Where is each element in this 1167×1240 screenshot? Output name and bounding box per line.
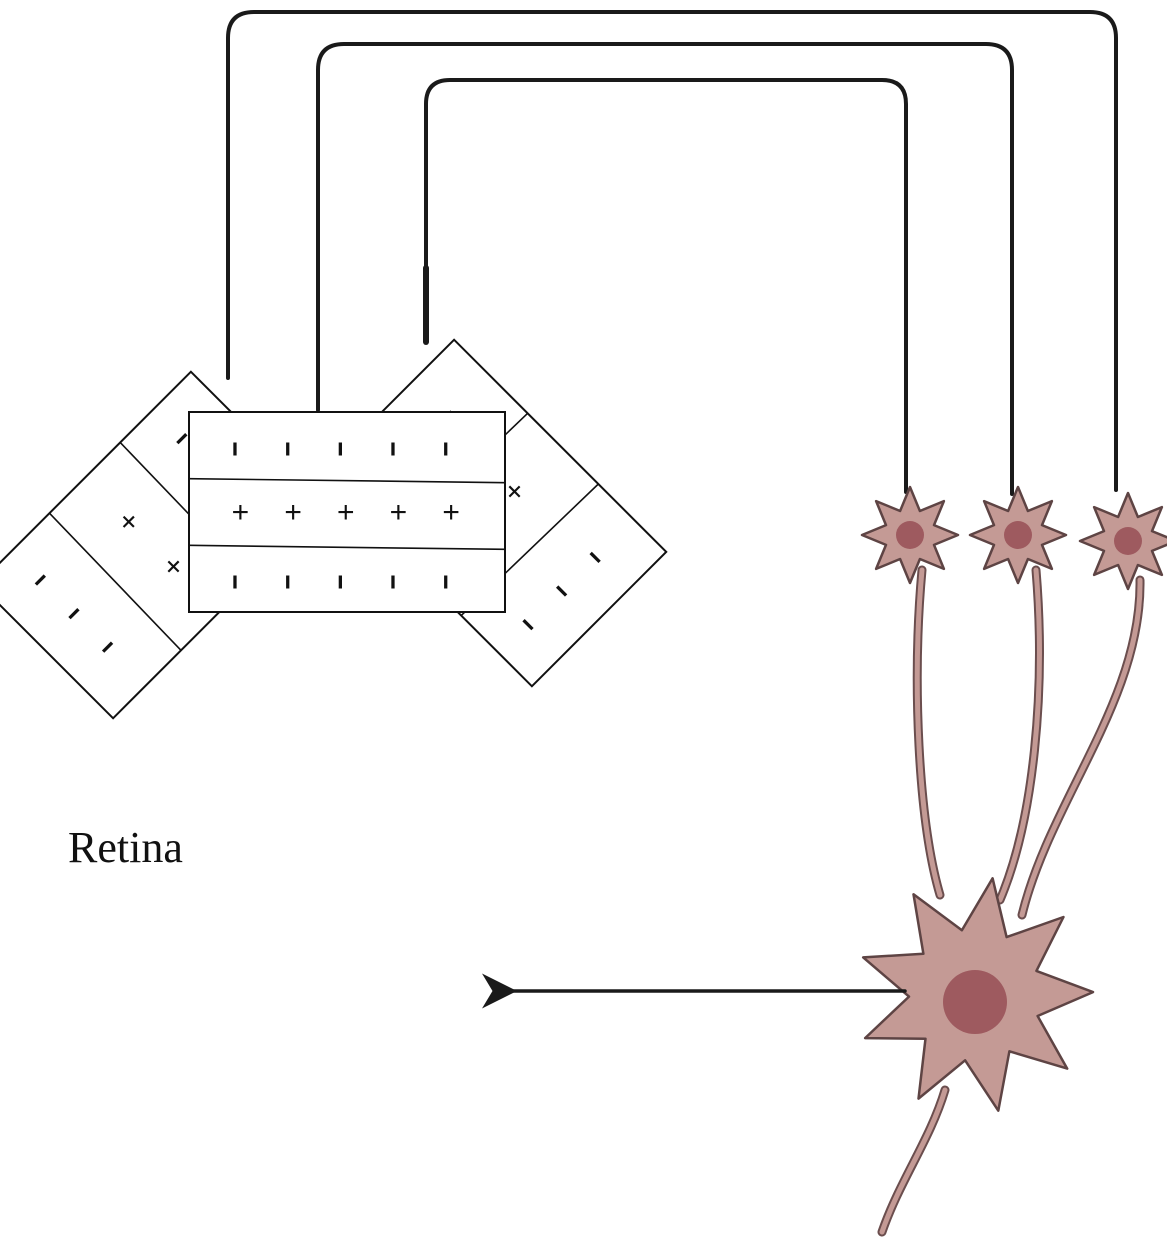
inhibitory-sign: ı: [442, 434, 449, 461]
band-divider: [188, 477, 506, 484]
simple-cell-nucleus: [1114, 527, 1142, 555]
simple-cell-3: [1078, 491, 1167, 591]
inhibitory-sign: ı: [232, 434, 239, 461]
wire-inner: [424, 78, 908, 494]
inhibitory-sign: ı: [232, 568, 239, 595]
inhibitory-sign: ı: [390, 434, 397, 461]
receptive-field-center: ı ı ı ı ı + + + + + ı ı ı ı ı: [188, 411, 506, 613]
simple-cell-nucleus: [896, 521, 924, 549]
excitatory-sign: +: [390, 496, 408, 529]
axon-3-core: [1019, 577, 1143, 918]
axon-1-core: [914, 567, 943, 898]
wire-outer: [226, 10, 1118, 492]
excitatory-sign: +: [337, 496, 355, 529]
field-outline: [188, 411, 506, 613]
simple-cell-1: [860, 485, 960, 585]
wire-middle: [316, 42, 1014, 496]
inhibitory-sign: ı: [337, 568, 344, 595]
excitatory-sign: +: [284, 496, 302, 529]
complex-cell: [861, 877, 1095, 1112]
simple-cell-nucleus: [1004, 521, 1032, 549]
inhibitory-sign: ı: [337, 434, 344, 461]
simple-cell-2: [968, 485, 1068, 585]
inhibitory-sign: ı: [284, 568, 291, 595]
retina-label: Retina: [68, 823, 183, 872]
complex-cell-soma: [861, 877, 1095, 1112]
complex-cell-nucleus: [943, 970, 1007, 1034]
excitatory-sign: +: [442, 496, 460, 529]
axon-group: [877, 565, 1145, 1237]
band-divider: [188, 544, 506, 551]
excitatory-sign: +: [232, 496, 250, 529]
inhibitory-sign: ı: [442, 568, 449, 595]
axon-2-core: [997, 567, 1042, 903]
inhibitory-sign: ı: [284, 434, 291, 461]
simple-cells: [860, 485, 1167, 591]
band-divider: [48, 512, 182, 651]
inhibitory-sign: ı: [390, 568, 397, 595]
complex-cell-axon-core: [879, 1087, 948, 1235]
